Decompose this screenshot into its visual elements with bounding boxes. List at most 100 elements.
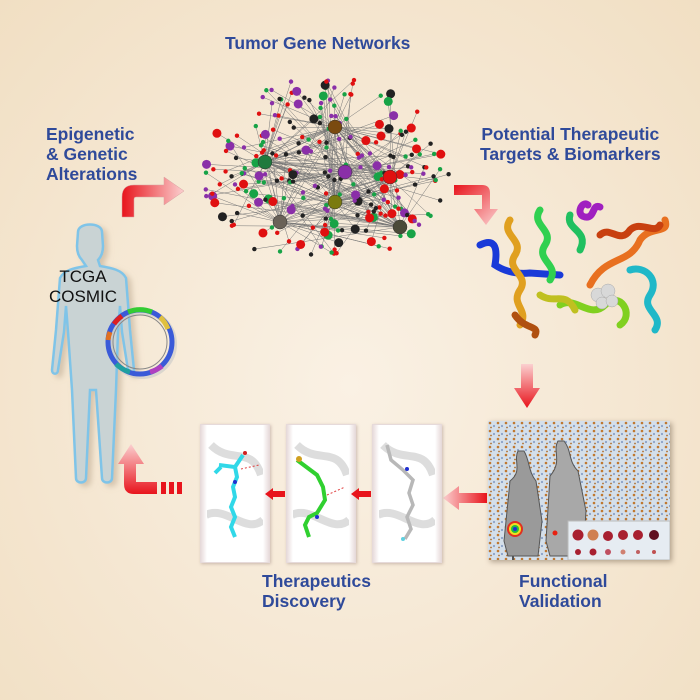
network-node <box>406 229 416 239</box>
network-edge <box>334 179 401 228</box>
network-hub-node <box>382 169 398 185</box>
network-node <box>335 228 341 233</box>
network-node <box>308 149 314 154</box>
network-node <box>373 206 379 211</box>
network-edge <box>389 131 407 178</box>
arrow-to-discovery-icon <box>443 486 487 510</box>
network-hub-node <box>337 164 353 180</box>
network-node <box>291 125 296 130</box>
network-node <box>288 79 294 84</box>
network-node <box>329 250 334 255</box>
network-node <box>290 203 295 209</box>
gene-network-icon <box>202 77 451 257</box>
network-node <box>260 139 266 145</box>
network-node <box>358 165 363 170</box>
network-node <box>379 170 384 175</box>
network-node <box>372 161 382 171</box>
network-node <box>377 205 382 210</box>
network-node <box>277 96 282 102</box>
network-edge <box>279 221 412 235</box>
network-node <box>436 149 446 159</box>
network-node <box>310 225 316 230</box>
network-node <box>312 183 318 188</box>
network-node <box>403 129 409 134</box>
network-node <box>366 237 376 247</box>
network-node <box>384 124 394 134</box>
docking-panel-cyan <box>200 424 270 563</box>
network-edge <box>389 93 391 178</box>
network-node <box>350 81 355 86</box>
network-node <box>361 136 371 146</box>
network-node <box>258 143 264 148</box>
network-node <box>203 170 209 175</box>
network-node <box>351 182 356 187</box>
network-node <box>264 88 269 93</box>
arrow-to-network-icon <box>121 176 185 218</box>
network-node <box>292 86 302 96</box>
network-edge <box>271 89 336 128</box>
network-edge <box>279 87 335 223</box>
network-node <box>333 114 338 119</box>
network-node <box>408 165 414 170</box>
network-node <box>317 120 323 126</box>
docking-panel-gray <box>372 424 442 563</box>
network-node <box>428 141 433 146</box>
network-node <box>348 134 353 140</box>
network-node <box>239 179 249 189</box>
network-node <box>235 186 241 192</box>
network-edge <box>389 133 401 178</box>
network-hub-node <box>272 214 288 230</box>
arrow-to-targets-icon <box>454 185 498 225</box>
network-node <box>398 128 403 134</box>
network-node <box>323 154 328 160</box>
network-node <box>329 113 334 119</box>
cosmic-label: COSMIC <box>49 287 117 306</box>
network-edge <box>302 171 346 193</box>
network-node <box>286 239 292 244</box>
network-node <box>246 203 252 209</box>
network-edge <box>344 171 441 201</box>
network-node <box>229 223 235 228</box>
network-node <box>394 188 400 193</box>
network-edge <box>261 145 346 173</box>
network-node <box>433 177 438 183</box>
network-node <box>249 189 259 199</box>
network-node <box>283 152 289 157</box>
network-node <box>409 152 414 158</box>
network-node <box>417 152 422 157</box>
network-node <box>383 213 388 218</box>
network-node <box>274 178 280 183</box>
network-node <box>406 123 416 133</box>
network-edge <box>264 161 378 166</box>
network-edge <box>334 95 381 128</box>
network-node <box>225 141 235 151</box>
label-therapeutics-discovery: Therapeutics Discovery <box>262 571 371 611</box>
network-node <box>269 100 275 106</box>
network-node <box>307 97 312 103</box>
network-node <box>300 190 306 195</box>
network-node <box>296 150 302 155</box>
network-node <box>226 138 231 144</box>
network-node <box>399 132 405 138</box>
label-line: Targets & Biomarkers <box>480 144 661 164</box>
network-edge <box>274 114 336 128</box>
network-node <box>382 235 387 241</box>
network-edge <box>243 176 391 185</box>
network-node <box>229 174 234 179</box>
network-edge <box>214 202 401 228</box>
network-node <box>276 113 281 118</box>
network-node <box>270 127 276 132</box>
functional-validation-image <box>488 421 670 560</box>
network-edge <box>264 161 335 254</box>
network-node <box>396 206 401 211</box>
network-node <box>281 195 287 201</box>
network-node <box>350 224 360 234</box>
network-node <box>300 213 305 218</box>
network-node <box>324 202 329 208</box>
label-alterations: Epigenetic & Genetic Alterations <box>46 124 137 184</box>
network-node <box>376 244 381 249</box>
network-edge <box>212 195 281 223</box>
network-node <box>412 218 417 224</box>
network-node <box>328 216 334 222</box>
network-node <box>306 137 311 142</box>
